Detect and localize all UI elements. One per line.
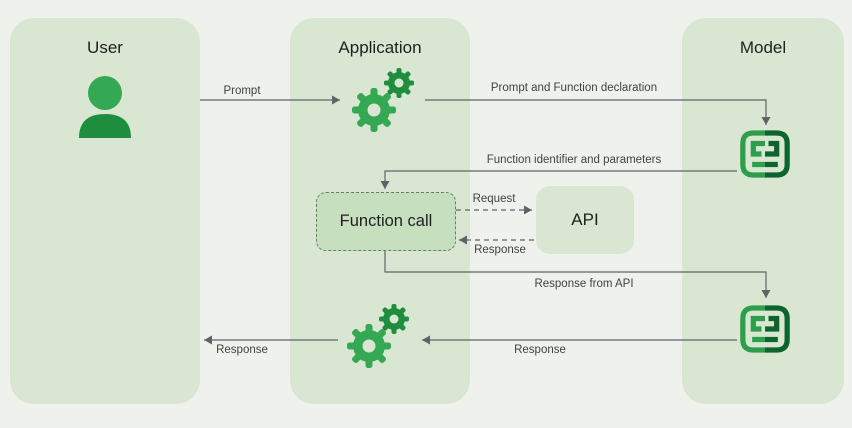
gears-icon bbox=[347, 304, 409, 368]
api-label: API bbox=[571, 210, 599, 229]
model-icon bbox=[740, 305, 790, 353]
prompt-and-function-declaration-arrow-label: Prompt and Function declaration bbox=[490, 82, 658, 94]
lane-model-title: Model bbox=[739, 38, 787, 57]
lane-user-title: User bbox=[87, 38, 123, 57]
prompt-arrow-label: Prompt bbox=[223, 85, 261, 97]
arrow-prompt-and-function-declaration bbox=[425, 99, 771, 125]
arrow-response-from-api bbox=[384, 249, 771, 298]
response-from-api-arrow-label: Response from API bbox=[534, 278, 634, 290]
api-node: API bbox=[536, 186, 634, 254]
function-call-label: Function call bbox=[339, 212, 433, 230]
user-response-arrow-label: Response bbox=[216, 344, 268, 356]
model-icon bbox=[740, 130, 790, 178]
request-arrow-label: Request bbox=[472, 193, 516, 205]
user-icon bbox=[79, 76, 131, 138]
function-call-node: Function call bbox=[316, 192, 456, 251]
model-response-arrow-label: Response bbox=[514, 344, 566, 356]
lane-application-title: Application bbox=[338, 38, 422, 57]
arrow-function-identifier-and-parameters bbox=[380, 170, 737, 189]
function-identifier-and-parameters-arrow-label: Function identifier and parameters bbox=[486, 154, 662, 166]
api-response-arrow-label: Response bbox=[474, 244, 526, 256]
gears-icon bbox=[352, 68, 414, 132]
